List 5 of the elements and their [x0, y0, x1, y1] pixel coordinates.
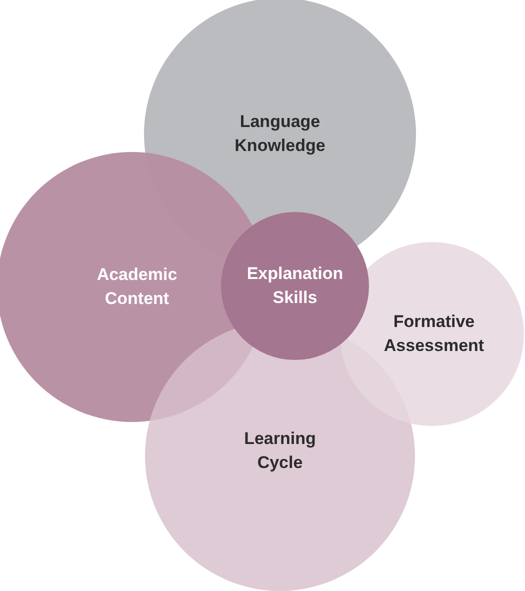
circle-label: Academic Content: [96, 264, 178, 310]
circle-label: Formative Assessment: [382, 311, 486, 357]
circle-label: Explanation Skills: [246, 263, 344, 309]
circle-label: Learning Cycle: [243, 428, 317, 474]
circle-label: Language Knowledge: [234, 111, 326, 157]
